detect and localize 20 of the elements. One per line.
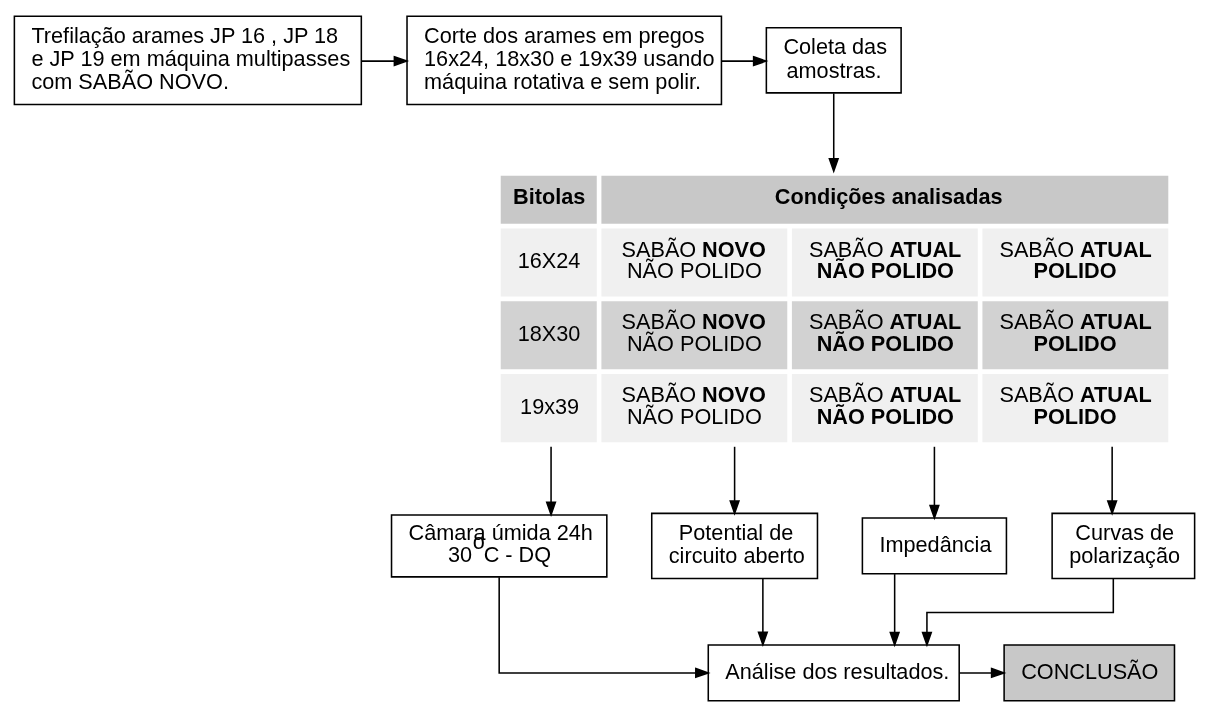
arrow (757, 577, 769, 647)
arrow (889, 573, 901, 648)
arrow (721, 55, 769, 67)
arrow (545, 446, 557, 517)
node-box: Análise dos resultados. (707, 644, 960, 702)
arrow (929, 446, 940, 521)
node-box: Impedância (861, 517, 1008, 575)
node-box: Potential de circuito aberto (650, 512, 819, 580)
arrow (921, 578, 1115, 648)
arrow (1106, 446, 1118, 516)
arrow (828, 92, 840, 174)
arrow (729, 446, 741, 516)
arrow (360, 55, 410, 67)
node-box: CONCLUSÃO (1003, 644, 1176, 702)
node-box: Coleta das amostras. (765, 27, 902, 94)
arrow (498, 576, 711, 679)
node-box: Curvas de polarização (1051, 512, 1196, 580)
node-box: Corte dos arames em pregos 16x24, 18x30 e 19x39 usando máquina rotativa e sem polir. (406, 15, 723, 106)
node-box: Trefilação arames JP 16 , JP 18 e JP 19 em máquina multipasses com SABÃO NOVO. (13, 15, 363, 106)
arrow (958, 667, 1007, 679)
